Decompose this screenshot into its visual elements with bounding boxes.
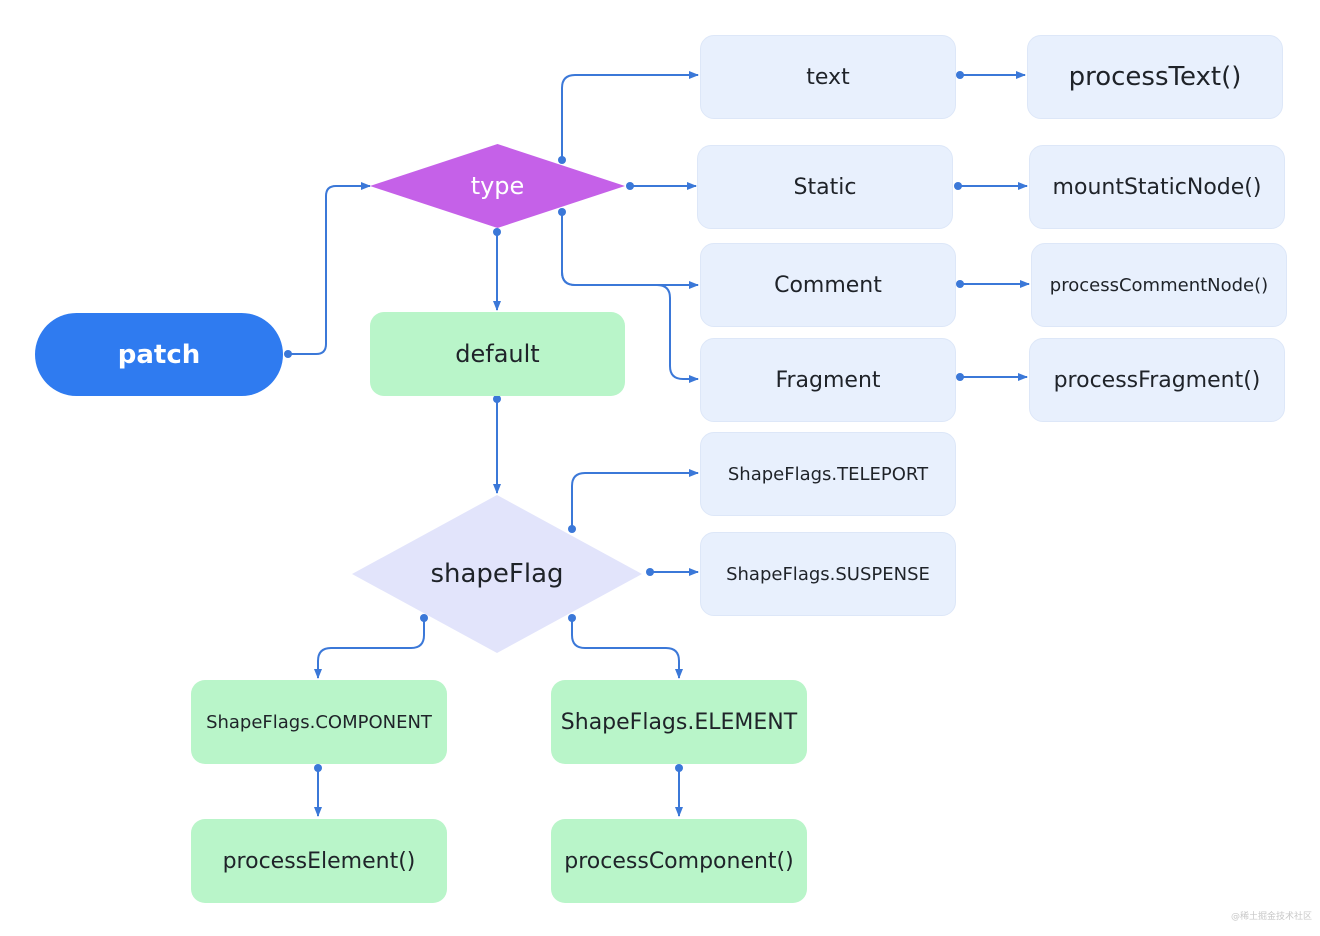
process-text-node: processText() xyxy=(1027,35,1283,119)
suspense-label: ShapeFlags.SUSPENSE xyxy=(726,563,930,585)
edge-type-text xyxy=(561,71,699,160)
comment-node: Comment xyxy=(700,243,956,327)
process-fragment-label: processFragment() xyxy=(1053,367,1261,393)
default-label: default xyxy=(455,340,540,368)
fragment-label: Fragment xyxy=(775,367,881,393)
default-node: default xyxy=(370,312,625,396)
type-decision-diamond: type xyxy=(370,144,625,228)
suspense-node: ShapeFlags.SUSPENSE xyxy=(700,532,956,616)
process-fragment-node: processFragment() xyxy=(1029,338,1285,422)
shapeflag-decision-diamond: shapeFlag xyxy=(352,495,642,653)
process-text-label: processText() xyxy=(1068,62,1242,92)
edge-shapeflag-element xyxy=(571,618,683,679)
watermark: @稀土掘金技术社区 xyxy=(1230,912,1312,922)
process-element-node: processElement() xyxy=(191,819,447,903)
fragment-node: Fragment xyxy=(700,338,956,422)
element-flag-label: ShapeFlags.ELEMENT xyxy=(560,709,798,735)
process-comment-node-label: processCommentNode() xyxy=(1049,274,1269,296)
process-component-label: processComponent() xyxy=(564,848,794,874)
process-component-node: processComponent() xyxy=(551,819,807,903)
mount-static-node-label: mountStaticNode() xyxy=(1052,174,1262,200)
comment-label: Comment xyxy=(774,272,882,298)
component-flag-label: ShapeFlags.COMPONENT xyxy=(206,711,432,733)
edge-shapeflag-teleport xyxy=(571,469,699,529)
shapeflag-diamond-shape xyxy=(352,495,642,653)
text-label: text xyxy=(806,64,850,90)
mount-static-node-node: mountStaticNode() xyxy=(1029,145,1285,229)
teleport-node: ShapeFlags.TELEPORT xyxy=(700,432,956,516)
static-node: Static xyxy=(697,145,953,229)
element-flag-node: ShapeFlags.ELEMENT xyxy=(551,680,807,764)
edge-patch-type xyxy=(288,182,371,355)
edge-type-fragment xyxy=(561,212,699,383)
edge-shapeflag-component xyxy=(314,618,425,679)
process-element-label: processElement() xyxy=(222,848,416,874)
text-node: text xyxy=(700,35,956,119)
process-comment-node-node: processCommentNode() xyxy=(1031,243,1287,327)
type-diamond-shape xyxy=(370,144,625,228)
component-flag-node: ShapeFlags.COMPONENT xyxy=(191,680,447,764)
type-label: type xyxy=(470,172,525,200)
patch-label: patch xyxy=(117,339,201,370)
teleport-label: ShapeFlags.TELEPORT xyxy=(727,463,929,485)
shapeflag-label: shapeFlag xyxy=(430,559,564,589)
patch-node: patch xyxy=(35,313,283,396)
static-label: Static xyxy=(793,174,857,200)
